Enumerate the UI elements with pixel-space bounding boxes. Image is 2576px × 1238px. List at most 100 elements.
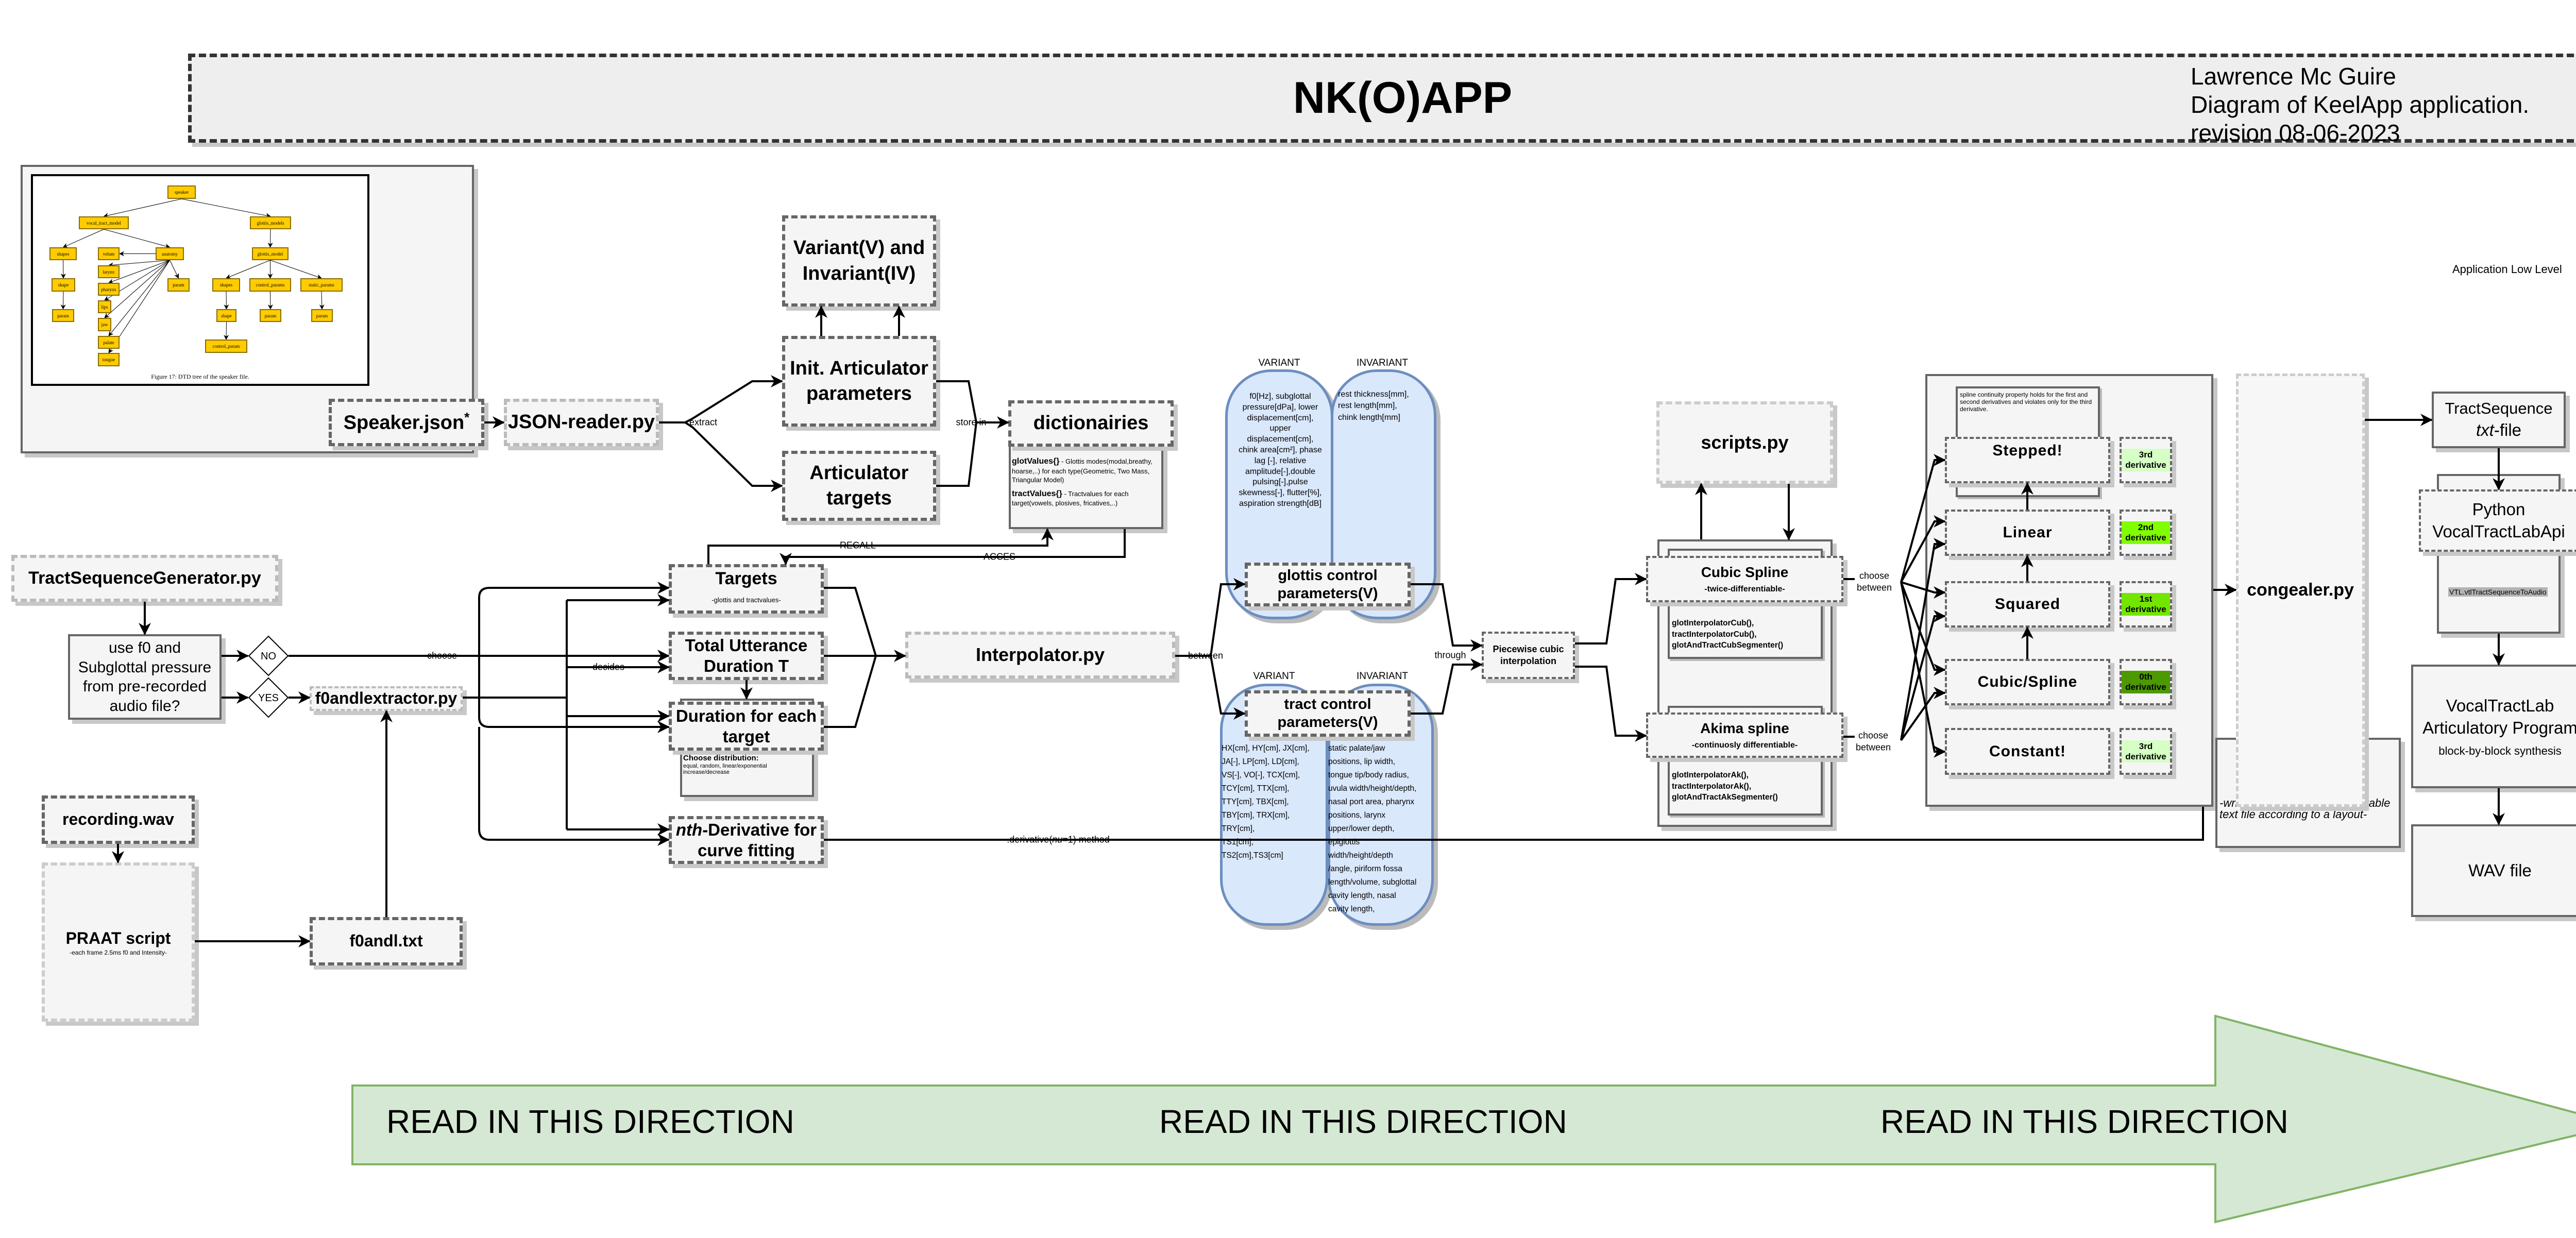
- targets-sub: -glottis and tractvalues-: [711, 596, 781, 604]
- tract-sequence-filetype: txt-file: [2476, 419, 2521, 442]
- duration-each-label: Duration for each target: [675, 706, 817, 746]
- recording-label: recording.wav: [62, 810, 174, 829]
- init-articulator-node[interactable]: Init. Articulator parameters: [782, 336, 936, 427]
- tree-edge: [267, 229, 273, 248]
- tree-node: pharynx: [98, 283, 120, 296]
- json-reader-node[interactable]: JSON-reader.py: [504, 399, 659, 446]
- author-block: Lawrence Mc Guire Diagram of KeelApp app…: [2191, 62, 2529, 148]
- edge-label-store-in: store in: [955, 417, 988, 428]
- no-label: NO: [261, 651, 276, 662]
- speaker-json-node[interactable]: Speaker.json*: [329, 399, 484, 446]
- derivative-em: nu: [1052, 834, 1063, 845]
- tract-values-title: tractValues{}: [1012, 489, 1062, 498]
- vtl-program-node[interactable]: VocalTractLab Articulatory Program block…: [2411, 665, 2576, 788]
- tree-edge: [103, 198, 182, 218]
- tree-edge: [319, 291, 325, 310]
- articulator-targets-node[interactable]: Articulator targets: [782, 451, 936, 521]
- dictionaries-node[interactable]: dictionairies: [1008, 400, 1174, 447]
- tree-node: shapes: [49, 247, 77, 260]
- tree-node: lips: [98, 300, 111, 313]
- option-constant[interactable]: Constant!: [1945, 728, 2110, 775]
- tree-node: speaker: [167, 185, 196, 199]
- tree-node: larynx: [98, 265, 120, 278]
- cubic-spline-label: Cubic Spline: [1701, 564, 1789, 580]
- tree-edge: [104, 229, 171, 249]
- tree-node: jaw: [98, 318, 111, 331]
- tract-control-label: tract control parameters(V): [1277, 696, 1378, 731]
- total-duration-label: Total Utterance Duration T: [685, 636, 808, 675]
- total-duration-node[interactable]: Total Utterance Duration T: [669, 632, 824, 680]
- tract-invariant-params: static palate/jaw positions, lip width, …: [1328, 744, 1417, 914]
- edge-label-derivative: .derivative(nu=1) method: [1006, 834, 1111, 845]
- option-stepped[interactable]: Stepped!: [1945, 437, 2110, 483]
- tree-node: control_param: [205, 340, 247, 353]
- f0-extractor-node[interactable]: f0andlextractor.py: [310, 686, 463, 711]
- akima-spline-node[interactable]: Akima spline -continuosly differentiable…: [1646, 713, 1843, 758]
- edge-label-choose-between-2: choose between: [1854, 730, 1892, 754]
- tree-node: shape: [216, 309, 236, 322]
- cubic-spline-node[interactable]: Cubic Spline -twice-differentiable-: [1646, 556, 1843, 602]
- tract-sequence-generator-node[interactable]: TractSequenceGenerator.py: [11, 555, 278, 602]
- edge-label-extract: extract: [688, 417, 719, 428]
- deriv-box-squared: 1st derivative: [2120, 581, 2172, 628]
- praat-script-node[interactable]: PRAAT script -each frame 2.5ms f0 and In…: [42, 862, 195, 1022]
- tract-sequence-node[interactable]: TractSequence txt-file: [2432, 392, 2566, 448]
- tree-edge: [62, 229, 104, 248]
- tract-sequence-suffix: -file: [2494, 420, 2522, 439]
- deriv-box-cubic: 0th derivative: [2120, 659, 2172, 705]
- decision-node[interactable]: use f0 and Subglottal pressure from pre-…: [68, 634, 222, 720]
- wav-node[interactable]: WAV file: [2411, 824, 2576, 917]
- f0-txt-node[interactable]: f0andl.txt: [310, 917, 463, 965]
- akima-spline-sub: -continuosly differentiable-: [1691, 741, 1798, 750]
- congealer-label: congealer.py: [2247, 580, 2354, 600]
- glottis-invariant-header: INVARIANT: [1357, 358, 1408, 368]
- targets-node[interactable]: Targets -glottis and tractvalues-: [669, 564, 824, 614]
- tree-node: shape: [52, 278, 75, 292]
- scripts-node[interactable]: scripts.py: [1656, 401, 1833, 484]
- yes-diamond[interactable]: YES: [248, 677, 289, 718]
- distribution-title: Choose distribution:: [683, 754, 759, 762]
- tree-edge: [170, 260, 179, 279]
- derivative-a: .derivative(: [1007, 834, 1053, 845]
- tract-sequence-generator-label: TractSequenceGenerator.py: [28, 568, 261, 588]
- tree-edge: [267, 291, 273, 310]
- init-articulator-label: Init. Articulator parameters: [790, 357, 928, 404]
- f0-txt-label: f0andl.txt: [349, 931, 423, 951]
- page-title: NK(O)APP: [1293, 73, 1513, 123]
- glottis-control-node[interactable]: glottis control parameters(V): [1245, 563, 1411, 606]
- spline-note: spline continuity property holds for the…: [1960, 391, 2092, 413]
- tract-control-node[interactable]: tract control parameters(V): [1245, 690, 1411, 737]
- python-api-node[interactable]: Python VocalTractLabApi: [2419, 489, 2576, 552]
- piecewise-node[interactable]: Piecewise cubic interpolation: [1482, 632, 1575, 679]
- akima-methods: glotInterpolatorAk(), tractInterpolatorA…: [1672, 771, 1778, 802]
- interpolator-node[interactable]: Interpolator.py: [905, 632, 1175, 679]
- tree-node: glottis_models: [250, 216, 291, 229]
- direction-label-1: READ IN THIS DIRECTION: [386, 1103, 794, 1140]
- nth-derivative-node[interactable]: nth-Derivative for curve fitting: [669, 816, 824, 864]
- vtl-call: VTL.vtlTractSequenceToAudio: [2448, 587, 2548, 597]
- direction-label-2: READ IN THIS DIRECTION: [1159, 1103, 1567, 1140]
- edge-label-recall: RECALL: [838, 540, 877, 551]
- option-linear[interactable]: Linear: [1945, 510, 2110, 556]
- tree-node: glottis_model: [252, 247, 289, 260]
- python-api-label: Python VocalTractLabApi: [2432, 499, 2565, 541]
- nth-derivative-label: -Derivative for curve fitting: [698, 820, 817, 860]
- glot-values-title: glotValues{}: [1012, 457, 1060, 466]
- yes-label: YES: [258, 692, 279, 704]
- direction-label-3: READ IN THIS DIRECTION: [1880, 1103, 2289, 1140]
- deriv-box-stepped: 3rd derivative: [2120, 437, 2172, 483]
- no-diamond[interactable]: NO: [248, 635, 289, 676]
- variant-invariant-node[interactable]: Variant(V) and Invariant(IV): [782, 215, 936, 307]
- tree-node: param: [167, 278, 190, 292]
- deriv-linear: 2nd derivative: [2121, 521, 2171, 544]
- congealer-node[interactable]: congealer.py: [2236, 374, 2365, 807]
- edge-label-choose-between-1: choose between: [1855, 570, 1893, 595]
- tree-edge: [108, 260, 170, 336]
- level-label: Application Low Level: [2452, 263, 2562, 276]
- akima-spline-label: Akima spline: [1700, 720, 1789, 736]
- piecewise-label: Piecewise cubic interpolation: [1493, 643, 1564, 666]
- targets-label: Targets: [715, 569, 777, 588]
- recording-node[interactable]: recording.wav: [42, 795, 195, 844]
- option-cubic-spline[interactable]: Cubic/Spline: [1945, 659, 2110, 705]
- duration-each-node[interactable]: Duration for each target: [669, 702, 824, 751]
